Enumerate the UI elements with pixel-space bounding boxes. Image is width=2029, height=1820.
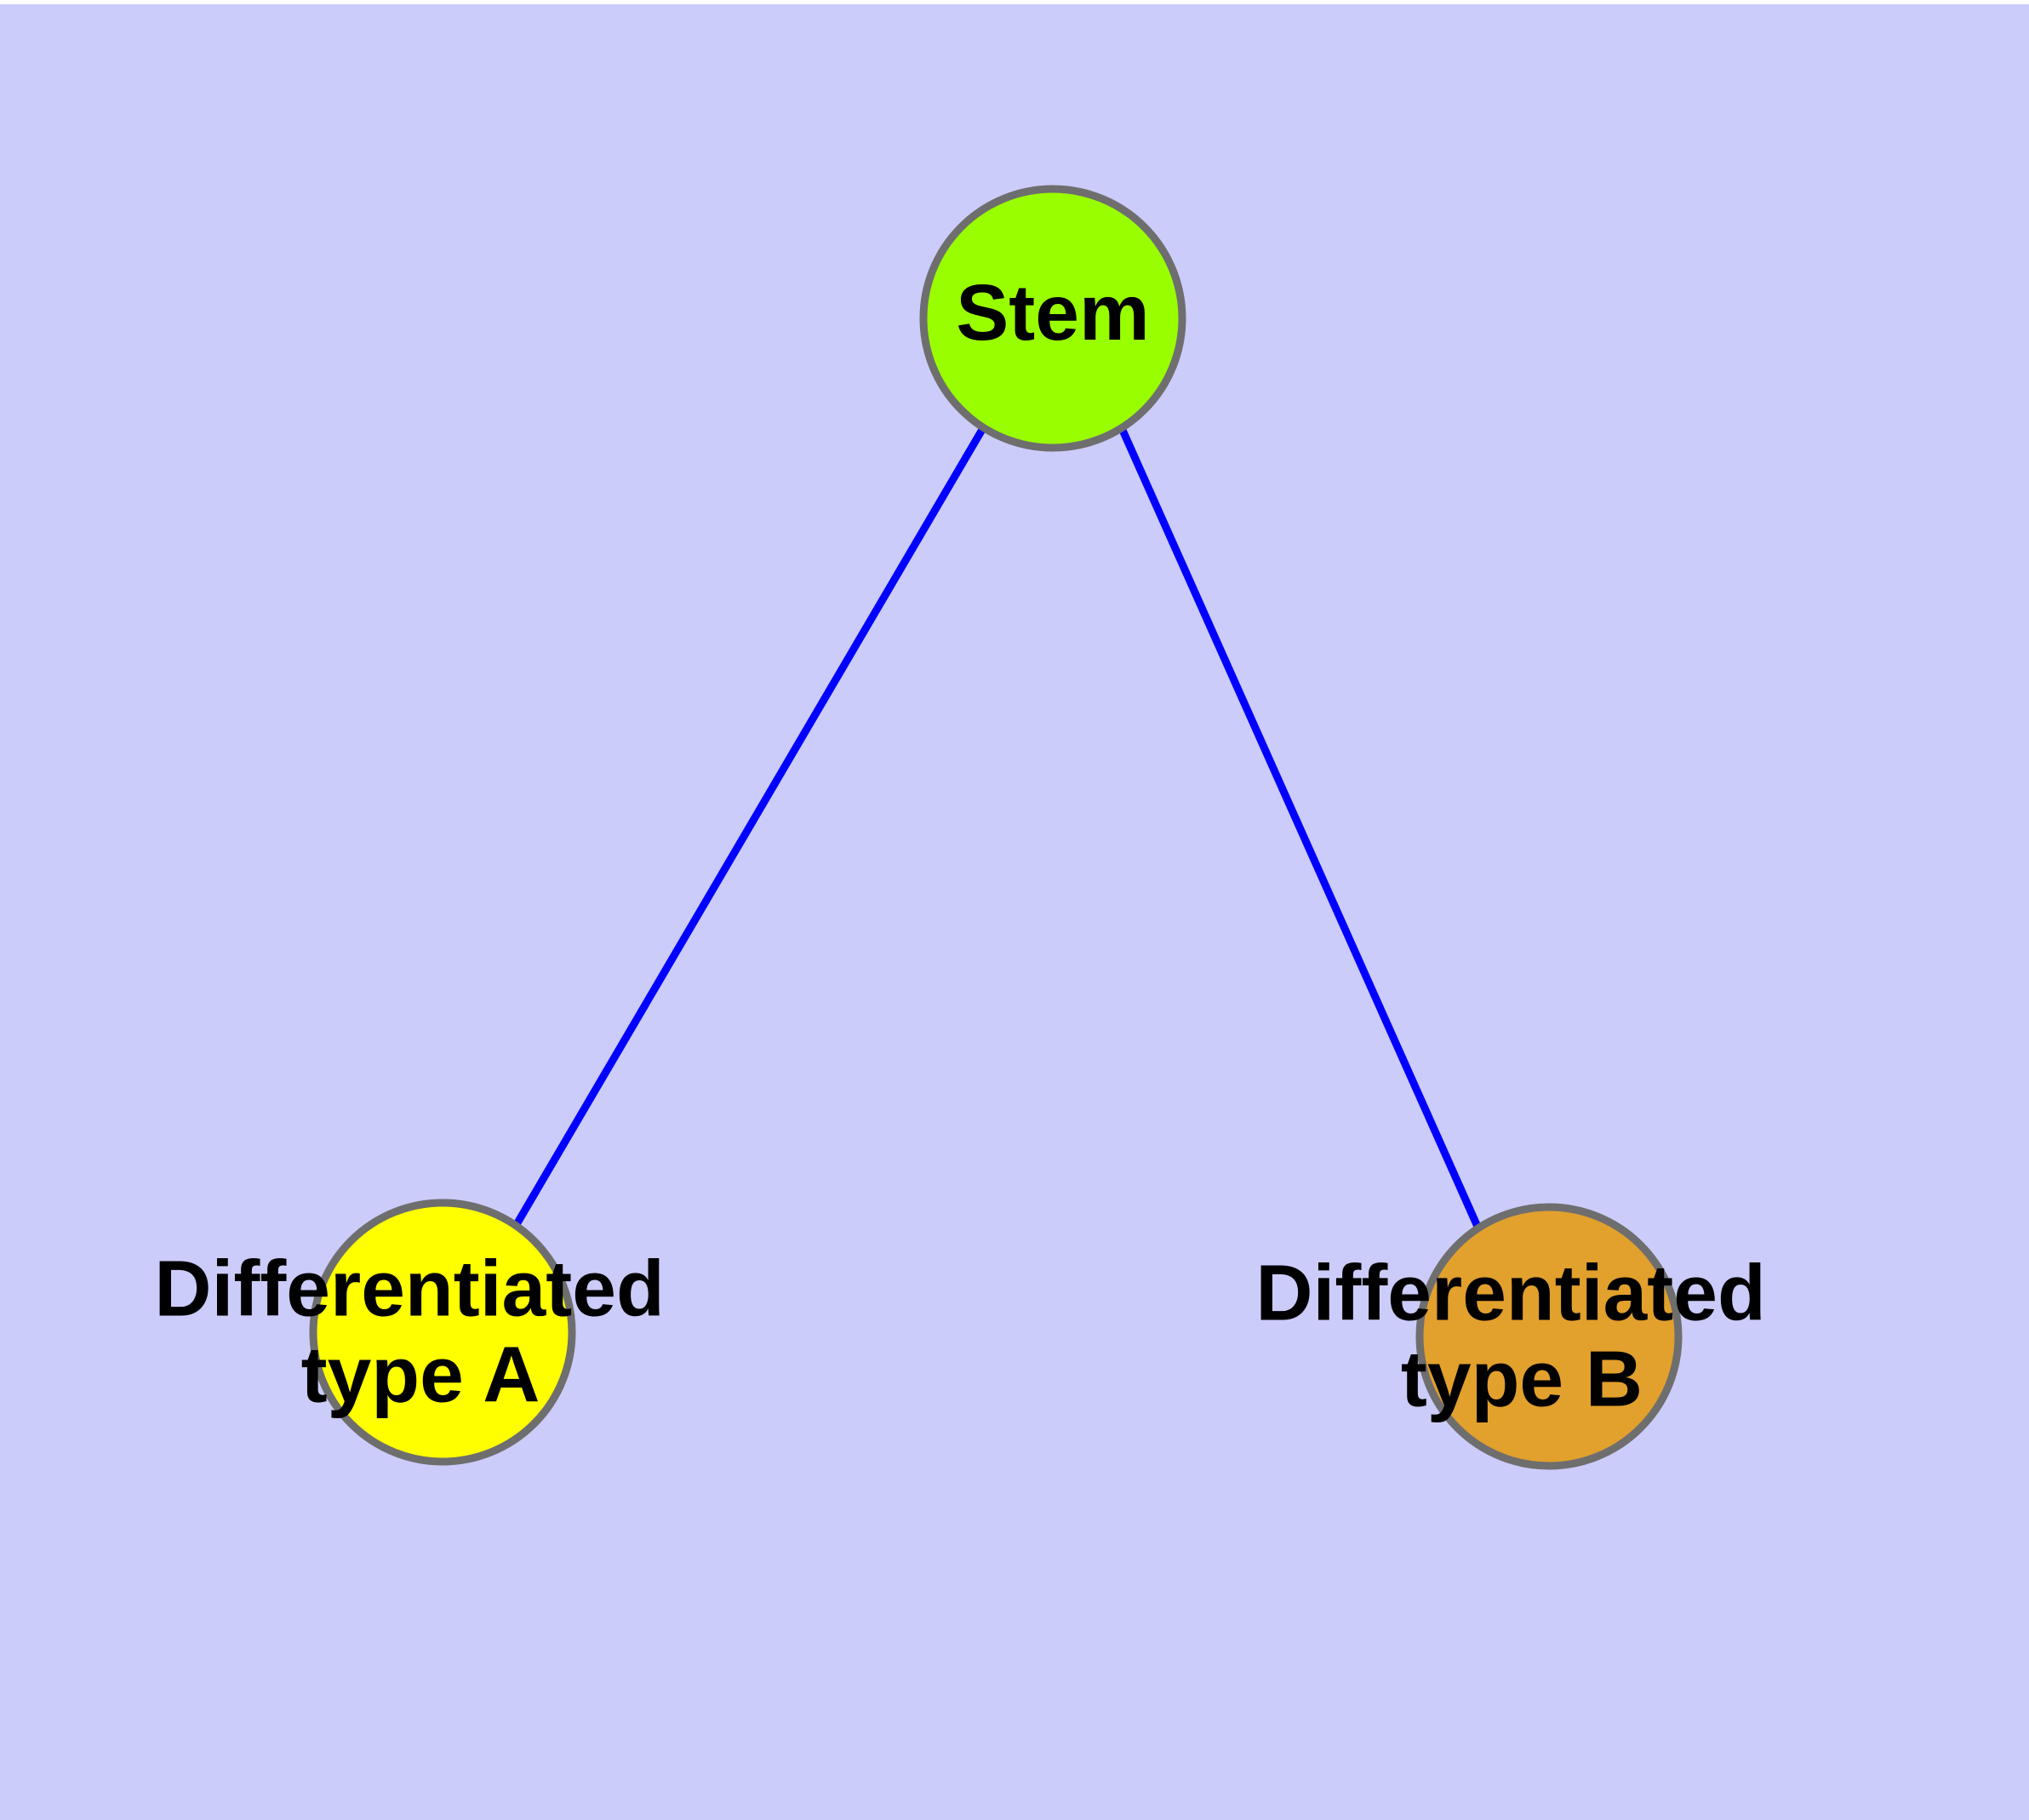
node-differentiated-type-a-circle[interactable]: [309, 1199, 576, 1466]
edge-stem-to-differentiated-type-a[interactable]: [512, 426, 986, 1228]
node-differentiated-type-b[interactable]: Differentiated type B: [1255, 1203, 1787, 1470]
node-stem-label-line-1: Stem: [956, 268, 1149, 357]
node-stem[interactable]: Stem: [919, 185, 1186, 452]
nodes-layer: Stem Differentiated type A Differentiate…: [154, 185, 1787, 1470]
node-differentiated-type-b-label-line-2: type B: [1401, 1334, 1643, 1422]
node-differentiated-type-a[interactable]: Differentiated type A: [154, 1199, 686, 1466]
node-stem-circle[interactable]: [919, 185, 1186, 452]
node-differentiated-type-b-circle[interactable]: [1415, 1203, 1683, 1470]
node-differentiated-type-a-label: Differentiated type A: [154, 1244, 686, 1418]
node-differentiated-type-b-label-line-1: Differentiated: [1255, 1248, 1765, 1336]
node-stem-label: Stem: [956, 268, 1149, 357]
edge-stem-to-differentiated-type-b[interactable]: [1117, 426, 1483, 1230]
node-differentiated-type-a-label-line-2: type A: [301, 1330, 540, 1418]
node-differentiated-type-a-label-line-1: Differentiated: [154, 1244, 664, 1332]
node-differentiated-type-b-label: Differentiated type B: [1255, 1248, 1787, 1422]
edges-layer: [512, 426, 1483, 1230]
